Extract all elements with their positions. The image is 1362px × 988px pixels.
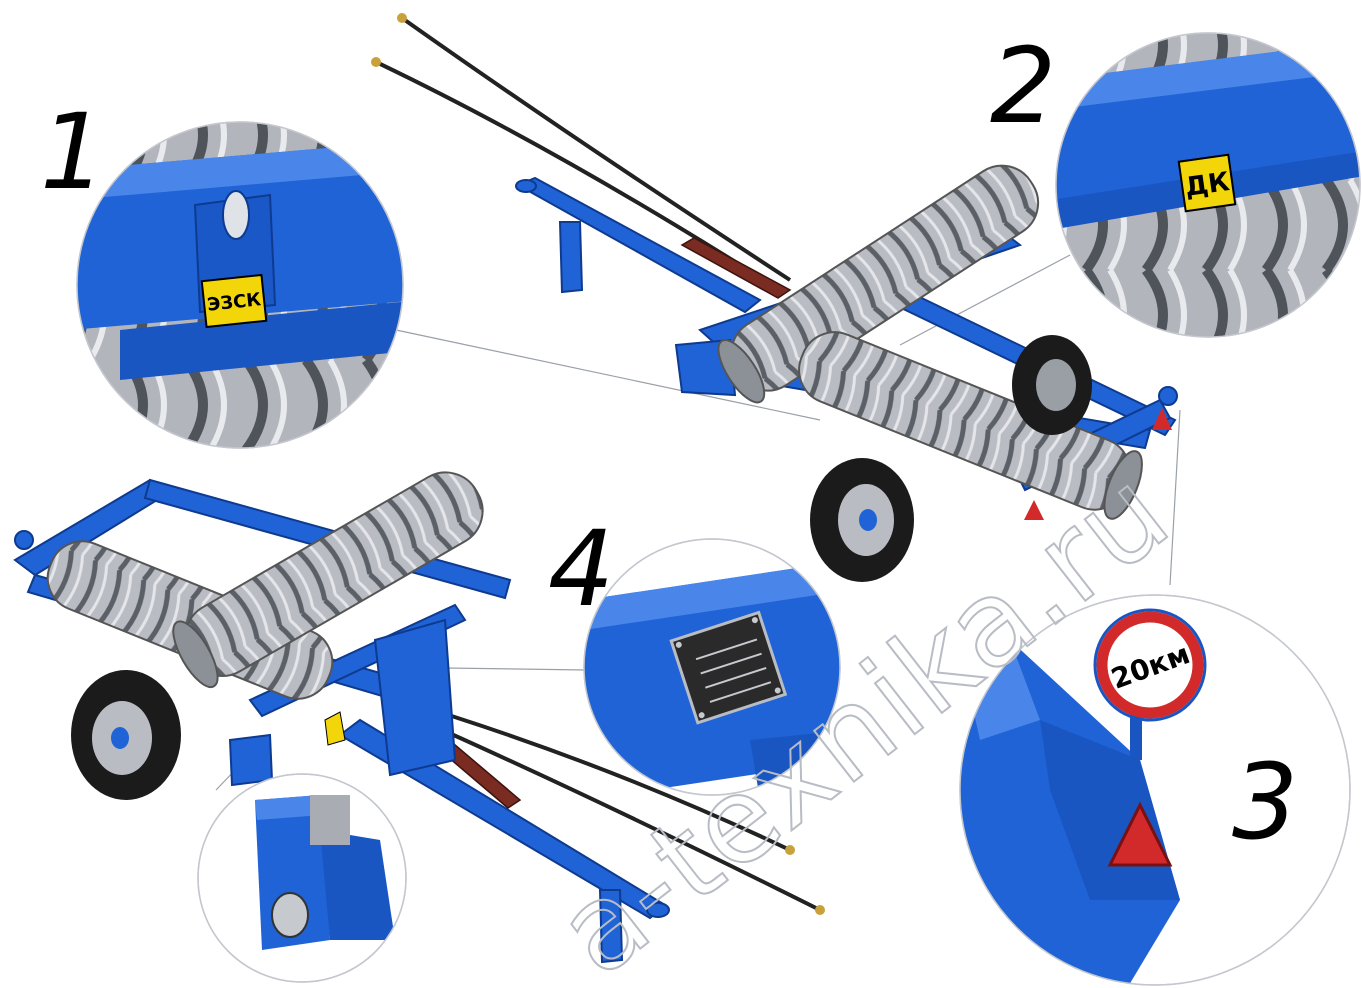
label-plate-2: ДК: [1183, 167, 1231, 203]
callout-number-2: 2: [990, 25, 1056, 147]
serial-plate: [669, 610, 788, 725]
callout-number-4: 4: [548, 508, 614, 630]
callout-number-3: 3: [1232, 741, 1298, 863]
detail-circle-5: [197, 773, 407, 983]
machine-top: [371, 13, 1178, 582]
detail-circle-3: 20км: [959, 594, 1351, 986]
detail-circle-1: ЭЗСК: [76, 121, 404, 449]
machine-bottom: [13, 471, 825, 964]
detail-circle-4: [583, 538, 841, 796]
detail-circle-2: ДК: [1055, 32, 1361, 338]
leader-lines: [215, 254, 1181, 791]
callout-number-1: 1: [40, 91, 106, 213]
